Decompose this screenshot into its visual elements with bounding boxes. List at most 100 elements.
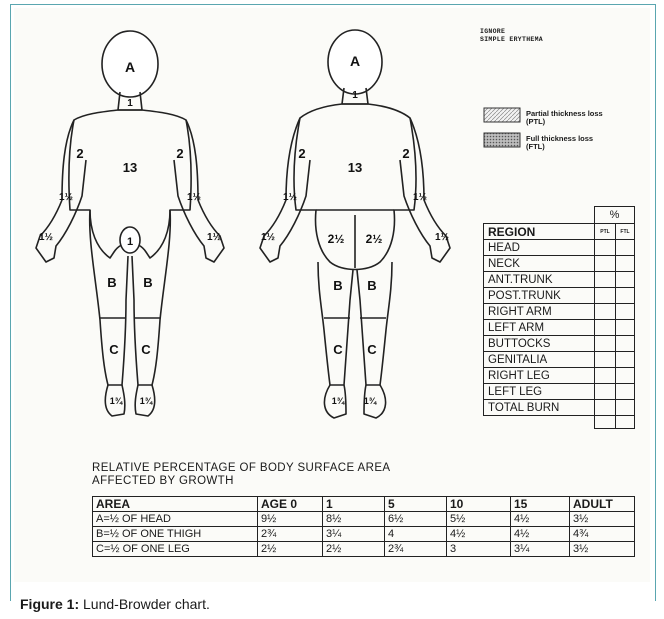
table-cell: 4½ bbox=[511, 527, 570, 542]
table-cell: 2¾ bbox=[258, 527, 323, 542]
table-cell: 3¼ bbox=[511, 542, 570, 557]
table-row: C=½ OF ONE LEG 2½ 2½ 2¾ 3 3¼ 3½ bbox=[93, 542, 635, 557]
table-cell: B=½ OF ONE THIGH bbox=[93, 527, 258, 542]
ptl-cell[interactable] bbox=[595, 352, 616, 368]
table-row: A=½ OF HEAD 9½ 8½ 6½ 5½ 4½ 3½ bbox=[93, 512, 635, 527]
region-name: NECK bbox=[484, 256, 595, 272]
region-name: BUTTOCKS bbox=[484, 336, 595, 352]
growth-heading: RELATIVE PERCENTAGE OF BODY SURFACE AREA… bbox=[92, 462, 390, 488]
ptl-cell[interactable] bbox=[595, 400, 616, 416]
region-name: LEFT LEG bbox=[484, 384, 595, 400]
front-label-neck: 1 bbox=[127, 98, 133, 109]
ftl-cell[interactable] bbox=[616, 240, 635, 256]
region-name: POST.TRUNK bbox=[484, 288, 595, 304]
growth-heading-line1: RELATIVE PERCENTAGE OF BODY SURFACE AREA bbox=[92, 462, 390, 475]
back-label-right-foot: 1¾ bbox=[332, 396, 346, 406]
back-label-trunk: 13 bbox=[348, 160, 362, 175]
ptl-cell[interactable] bbox=[595, 256, 616, 272]
back-label-right-upper-arm: 2 bbox=[298, 146, 305, 161]
table-cell: 2½ bbox=[323, 542, 385, 557]
table-cell: 4½ bbox=[511, 512, 570, 527]
table-cell: 4 bbox=[385, 527, 447, 542]
legend-ptl: Partial thickness loss (PTL) bbox=[526, 110, 603, 126]
region-name: RIGHT ARM bbox=[484, 304, 595, 320]
ptl-cell[interactable] bbox=[595, 384, 616, 400]
back-label-left-foot: 1¾ bbox=[364, 396, 378, 406]
ftl-cell[interactable] bbox=[616, 256, 635, 272]
ftl-cell[interactable] bbox=[616, 320, 635, 336]
column-header: 1 bbox=[323, 497, 385, 512]
ptl-header: PTL bbox=[595, 224, 616, 240]
table-header-row: AREA AGE 0 1 5 10 15 ADULT bbox=[93, 497, 635, 512]
column-header: 10 bbox=[447, 497, 511, 512]
ftl-cell[interactable] bbox=[616, 416, 635, 429]
table-row: POST.TRUNK bbox=[484, 288, 635, 304]
table-cell: A=½ OF HEAD bbox=[93, 512, 258, 527]
region-name: ANT.TRUNK bbox=[484, 272, 595, 288]
ftl-swatch bbox=[484, 133, 520, 147]
ptl-cell[interactable] bbox=[595, 320, 616, 336]
table-row: TOTAL BURN bbox=[484, 400, 635, 416]
table-row: B=½ OF ONE THIGH 2¾ 3¼ 4 4½ 4½ 4¾ bbox=[93, 527, 635, 542]
region-table-footer bbox=[484, 416, 595, 429]
ftl-cell[interactable] bbox=[616, 400, 635, 416]
caption-label: Figure 1: bbox=[20, 596, 79, 612]
table-row: RIGHT LEG bbox=[484, 368, 635, 384]
table-row: BUTTOCKS bbox=[484, 336, 635, 352]
column-header: 15 bbox=[511, 497, 570, 512]
front-label-left-foot: 1¾ bbox=[140, 396, 154, 406]
column-header: AREA bbox=[93, 497, 258, 512]
ftl-cell[interactable] bbox=[616, 288, 635, 304]
front-label-right-leg: C bbox=[109, 342, 119, 357]
back-label-right-forearm: 1½ bbox=[283, 192, 297, 203]
ftl-cell[interactable] bbox=[616, 352, 635, 368]
front-label-left-upper-arm: 2 bbox=[176, 146, 183, 161]
table-cell: 9½ bbox=[258, 512, 323, 527]
table-cell: 4½ bbox=[447, 527, 511, 542]
ftl-cell[interactable] bbox=[616, 384, 635, 400]
ptl-cell[interactable] bbox=[595, 304, 616, 320]
ptl-cell[interactable] bbox=[595, 272, 616, 288]
ptl-cell[interactable] bbox=[595, 240, 616, 256]
ftl-cell[interactable] bbox=[616, 336, 635, 352]
legend-ptl-line2: (PTL) bbox=[526, 118, 603, 126]
ignore-note: IGNORE SIMPLE ERYTHEMA bbox=[480, 28, 543, 44]
legend-ftl: Full thickness loss (FTL) bbox=[526, 135, 593, 151]
ptl-cell[interactable] bbox=[595, 336, 616, 352]
ftl-cell[interactable] bbox=[616, 304, 635, 320]
back-figure bbox=[260, 30, 450, 418]
table-row bbox=[484, 416, 635, 429]
ftl-cell[interactable] bbox=[616, 368, 635, 384]
growth-table: AREA AGE 0 1 5 10 15 ADULT A=½ OF HEAD 9… bbox=[92, 496, 635, 557]
ftl-cell[interactable] bbox=[616, 272, 635, 288]
legend-ftl-line2: (FTL) bbox=[526, 143, 593, 151]
ptl-cell[interactable] bbox=[595, 368, 616, 384]
front-label-left-thigh: B bbox=[143, 275, 152, 290]
table-row: LEFT LEG bbox=[484, 384, 635, 400]
ptl-cell[interactable] bbox=[595, 416, 616, 429]
front-label-right-thigh: B bbox=[107, 275, 116, 290]
table-cell: 3¼ bbox=[323, 527, 385, 542]
table-row: GENITALIA bbox=[484, 352, 635, 368]
front-label-genital: 1 bbox=[127, 236, 133, 248]
back-label-left-forearm: 1½ bbox=[413, 192, 427, 203]
growth-heading-line2: AFFECTED BY GROWTH bbox=[92, 475, 390, 488]
ignore-note-line1: IGNORE bbox=[480, 28, 543, 36]
front-label-left-forearm: 1½ bbox=[187, 192, 201, 203]
back-label-left-upper-arm: 2 bbox=[402, 146, 409, 161]
front-figure bbox=[36, 31, 224, 416]
column-header: 5 bbox=[385, 497, 447, 512]
front-label-right-forearm: 1½ bbox=[59, 192, 73, 203]
table-cell: 4¾ bbox=[570, 527, 635, 542]
back-label-right-buttock: 2½ bbox=[328, 232, 345, 246]
table-row: ANT.TRUNK bbox=[484, 272, 635, 288]
region-header: REGION bbox=[484, 224, 595, 240]
region-table-spacer bbox=[484, 207, 595, 224]
figure-caption: Figure 1: Lund-Browder chart. bbox=[20, 596, 210, 612]
table-row: HEAD bbox=[484, 240, 635, 256]
back-legs bbox=[318, 262, 392, 385]
ptl-cell[interactable] bbox=[595, 288, 616, 304]
table-cell: 3½ bbox=[570, 512, 635, 527]
region-name: GENITALIA bbox=[484, 352, 595, 368]
percent-header: % bbox=[595, 207, 635, 224]
